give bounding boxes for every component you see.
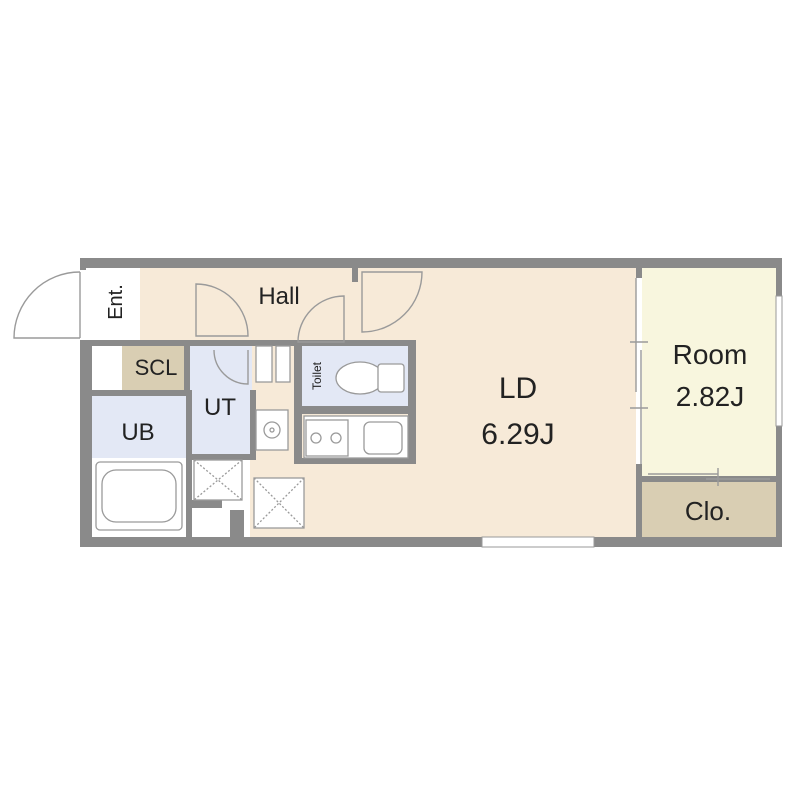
wall-left-top [80, 258, 86, 270]
floor-areas [86, 268, 776, 538]
toilet-tank [377, 363, 405, 393]
ut-shelf-2 [275, 345, 291, 383]
wall-lower-nib [230, 510, 244, 540]
ut-label: UT [204, 394, 236, 421]
window-ld [481, 536, 595, 548]
toilet-label: Toilet [310, 361, 324, 390]
wall-room-left-bottom [636, 464, 642, 538]
doors [13, 271, 423, 385]
wall-toilet-right [408, 340, 416, 412]
burner-2 [330, 432, 342, 444]
wall-ld-divider [352, 268, 358, 282]
closet-label: Clo. [685, 496, 731, 526]
bath-door-swing [213, 349, 249, 385]
wall-ub-top [86, 390, 190, 396]
ut-floor [190, 344, 252, 454]
sliding-doors [630, 278, 770, 486]
walls [80, 258, 782, 547]
front-door-swing [13, 271, 81, 339]
toilet-bowl [335, 361, 385, 395]
room-label: Room [673, 339, 748, 370]
wall-ub-shelf [192, 500, 222, 508]
kitchen-sink [363, 421, 403, 455]
room-size-label: 2.82J [676, 381, 745, 412]
ut-shelf [255, 345, 273, 383]
fixtures [95, 345, 409, 531]
fridge-space [253, 477, 305, 529]
room-labels: Ent. Hall SCL UT UB Toilet LD 6.29J Room… [105, 283, 747, 526]
window-room [775, 295, 783, 427]
wall-wet-top [86, 340, 416, 346]
wall-scl-right [184, 344, 190, 394]
ld-label: LD [499, 372, 537, 405]
washer-pan-diag-2 [193, 459, 243, 501]
entrance-floor [86, 268, 140, 340]
wall-bottom [80, 537, 782, 547]
ub-floor [92, 396, 186, 458]
wall-ut-right [250, 390, 256, 460]
closet-floor [642, 482, 776, 538]
washbasin-drain [269, 427, 275, 433]
wall-room-left-top [636, 268, 642, 278]
washer-pan-diag-1 [193, 459, 243, 501]
wall-ub-right [186, 390, 192, 537]
hall-label: Hall [258, 283, 299, 310]
wall-toilet-bottom [294, 406, 416, 414]
ub-label: UB [121, 419, 154, 446]
windows [481, 295, 783, 548]
bathtub-inner [101, 469, 177, 523]
wall-left-bottom [80, 340, 92, 547]
toilet-door-swing [297, 295, 345, 343]
room-floor [642, 268, 776, 476]
wall-kitchen-right [408, 406, 416, 464]
wall-kitchen-bottom [294, 458, 416, 464]
wall-ut-bottom [192, 454, 256, 460]
burner-1 [310, 432, 322, 444]
entrance-label: Ent. [105, 284, 127, 320]
wall-toilet-left [294, 340, 302, 460]
scl-floor [122, 344, 186, 390]
ld-size-label: 6.29J [481, 418, 554, 451]
scl-label: SCL [135, 355, 178, 380]
ld-door-swing [361, 271, 423, 333]
ut-door-swing [195, 283, 249, 337]
wall-top [80, 258, 782, 268]
